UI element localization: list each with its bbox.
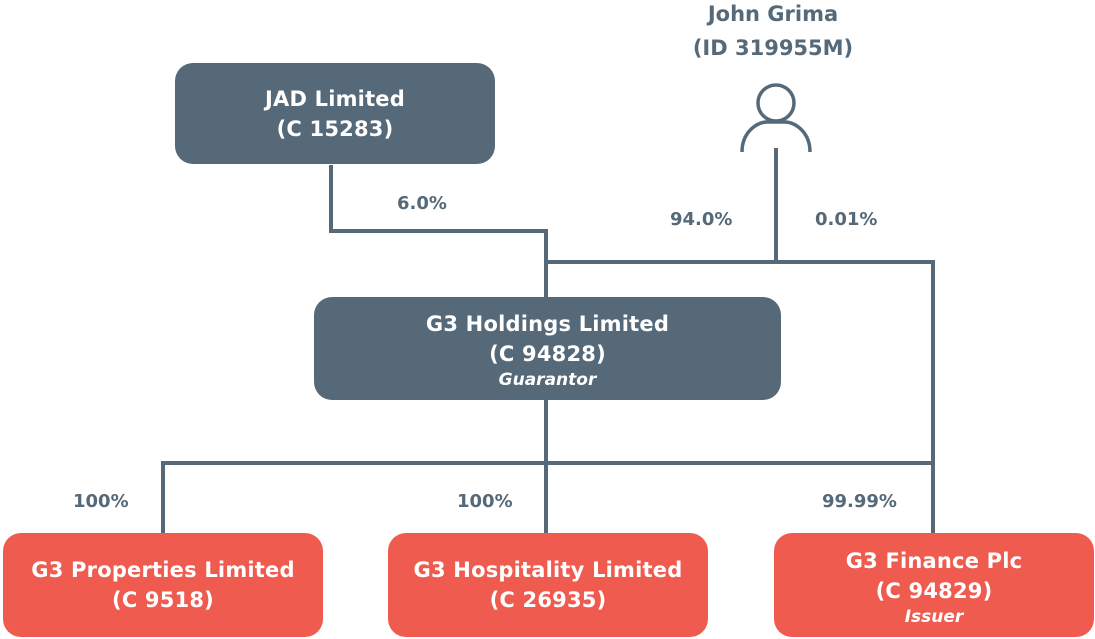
pct-holdings-to-hospitality: 100%	[457, 491, 513, 512]
pct-person-to-holdings: 94.0%	[670, 209, 733, 230]
entity-g3-holdings: G3 Holdings Limited (C 94828) Guarantor	[314, 297, 781, 400]
entity-registration-number: (C 26935)	[489, 588, 607, 612]
person-id: (ID 319955M)	[692, 36, 854, 60]
entity-registration-number: (C 9518)	[112, 588, 214, 612]
entity-registration-number: (C 15283)	[276, 116, 394, 141]
entity-g3-hospitality: G3 Hospitality Limited (C 26935)	[388, 533, 708, 637]
entity-name: G3 Properties Limited	[31, 558, 295, 582]
person-name: John Grima	[707, 2, 839, 26]
pct-holdings-to-finance: 99.99%	[822, 491, 897, 512]
entity-name: G3 Holdings Limited	[425, 311, 670, 336]
entity-role: Guarantor	[498, 369, 597, 390]
person-label: John Grima (ID 319955M)	[673, 0, 873, 65]
line-jad-to-holdings	[329, 165, 548, 300]
entity-name: G3 Finance Plc	[845, 549, 1023, 573]
entity-role: Issuer	[904, 607, 964, 627]
pct-holdings-to-properties: 100%	[73, 491, 129, 512]
pct-person-to-finance: 0.01%	[815, 209, 878, 230]
entity-jad-limited: JAD Limited (C 15283)	[175, 63, 495, 164]
pct-jad-to-holdings: 6.0%	[397, 193, 447, 214]
entity-g3-properties: G3 Properties Limited (C 9518)	[3, 533, 323, 637]
person-icon	[740, 83, 812, 153]
entity-g3-finance: G3 Finance Plc (C 94829) Issuer	[774, 533, 1094, 637]
entity-name: JAD Limited	[265, 86, 405, 111]
entity-registration-number: (C 94828)	[489, 341, 606, 366]
entity-registration-number: (C 94829)	[875, 579, 993, 603]
entity-name: G3 Hospitality Limited	[413, 558, 683, 582]
